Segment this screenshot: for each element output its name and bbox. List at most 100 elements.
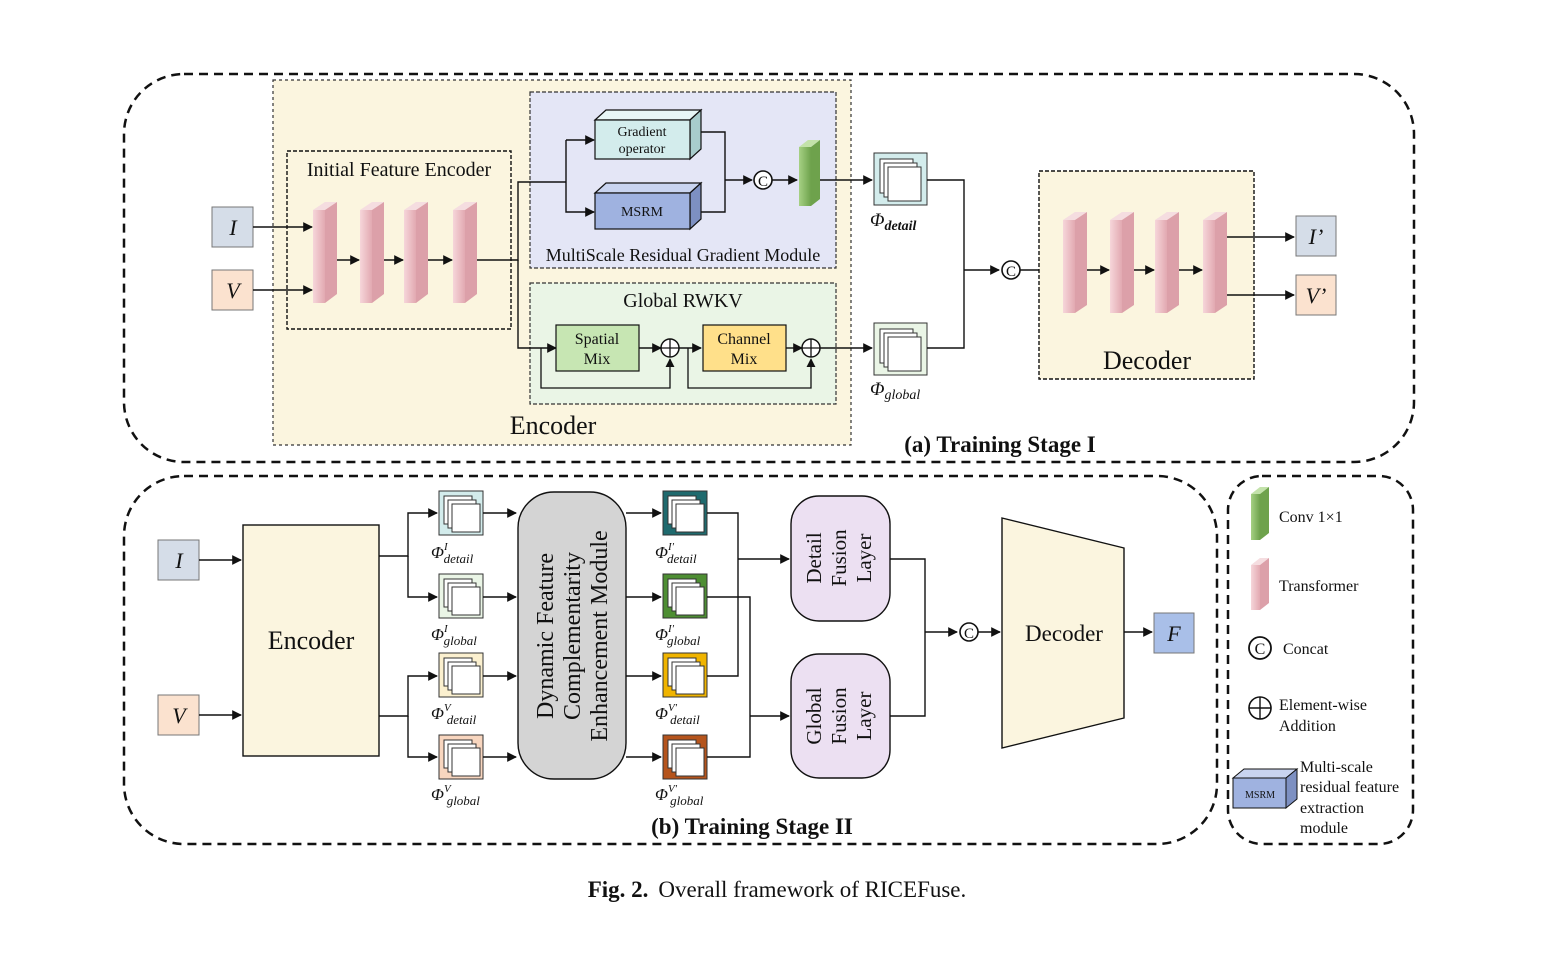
dfcem-line3: Enhancement Module [587,530,613,741]
global-rwkv-label: Global RWKV [623,290,743,312]
legend-concat-icon [1248,636,1272,660]
phi-i-global-stack [438,573,484,619]
gradient-operator-line2: operator [619,142,666,157]
stage2-title: (b) Training Stage II [651,814,853,839]
transformer-block [360,202,384,303]
stage2-encoder-label: Encoder [268,626,355,655]
stage1-input-v: V [226,278,242,303]
stage2-encoder-box [242,524,380,757]
stage1-output-i-box [1295,215,1337,257]
msrm-box [593,181,703,231]
stage1-output-v: V’ [1306,283,1327,308]
figure-caption: Fig. 2. Overall framework of RICEFuse. [0,877,1554,903]
stage1-frame [122,72,1416,464]
legend-addition-line1: Element-wise [1279,697,1367,714]
global-fusion-line3: Layer [852,692,876,741]
dfcem-line2: Complementarity [560,552,586,720]
phi-i-prime-global-label: ΦI′global [655,623,701,648]
concat-symbol: C [964,626,974,642]
phi-global-label: Φglobal [870,379,920,403]
phi-detail-feature-stack [873,152,928,206]
transformer-block [1203,212,1227,313]
legend-concat-label: Concat [1283,641,1329,658]
stage2-frame [122,474,1219,846]
legend-msrm-icon [1231,767,1299,810]
legend-transformer-label: Transformer [1279,578,1359,595]
dfcem-box [517,491,627,780]
global-fusion-line2: Fusion [827,687,851,745]
stage2-decoder-trapezoid [1001,517,1125,749]
stage1-output-i: I’ [1308,224,1324,249]
stage1-input-i: I [228,215,238,240]
stage2-decoder-label: Decoder [1025,621,1103,646]
legend-addition-line2: Addition [1279,718,1336,735]
phi-global-feature-stack [873,322,928,376]
phi-i-prime-detail-stack [662,490,708,536]
legend-msrm-line3: extraction [1300,800,1364,817]
legend-conv-label: Conv 1×1 [1279,509,1343,526]
stage1-encoder-label: Encoder [510,411,597,440]
stage2-input-v: V [172,703,188,728]
gradient-operator-box [593,108,703,161]
initial-feature-encoder-box [286,150,512,330]
addition-icon [660,338,680,358]
legend-concat-symbol: C [1255,641,1266,658]
msrm-label: MSRM [621,205,664,220]
phi-detail-label: Φdetail [870,210,916,234]
legend-msrm-line4: module [1300,820,1348,837]
legend-msrm-box-label: MSRM [1245,790,1275,801]
phi-v-detail-stack [438,652,484,698]
transformer-block [1110,212,1134,313]
figure-caption-text: Overall framework of RICEFuse. [658,877,967,902]
msrgm-label: MultiScale Residual Gradient Module [546,245,820,265]
stage2-input-i-box [157,539,200,581]
stage2-input-i: I [174,548,184,573]
stage1-decoder-label: Decoder [1103,346,1191,375]
stage2-output-f: F [1166,621,1181,646]
phi-v-prime-detail-label: ΦV′detail [655,702,700,727]
stage1-input-i-box [211,206,254,248]
stage1-title: (a) Training Stage I [904,432,1096,457]
legend-addition-icon [1248,696,1272,720]
legend-transformer-icon [1251,558,1269,610]
phi-i-detail-stack [438,490,484,536]
transformer-block [1063,212,1087,313]
figure-caption-label: Fig. 2. [587,877,649,902]
stage1-decoder-transformer-blocks [1063,212,1227,313]
legend-msrm-line1: Multi-scale [1300,759,1373,776]
transformer-block [313,202,337,303]
stage2-input-v-box [157,694,200,736]
stage1-input-v-box [211,269,254,311]
transformer-block [404,202,428,303]
transformer-block [1155,212,1179,313]
concat-symbol: C [758,174,768,190]
stage1-encoder-transformer-blocks [313,202,477,303]
detail-fusion-line1: Detail [802,532,826,583]
gradient-operator-line1: Gradient [618,125,667,140]
channel-mix-line1: Channel [717,331,771,348]
spatial-mix-box [555,324,640,372]
stage1-output-v-box [1295,274,1337,316]
detail-fusion-line3: Layer [852,534,876,583]
phi-v-global-stack [438,734,484,780]
channel-mix-line2: Mix [731,351,758,368]
dfcem-line1: Dynamic Feature [533,553,559,719]
legend-conv-icon [1251,487,1269,540]
spatial-mix-line2: Mix [584,351,611,368]
spatial-mix-line1: Spatial [575,331,620,348]
addition-icon [801,338,821,358]
phi-i-prime-global-stack [662,573,708,619]
legend-msrm-line2: residual feature [1300,779,1399,796]
stage2-output-f-box [1153,612,1195,654]
phi-v-prime-global-stack [662,734,708,780]
phi-v-prime-detail-stack [662,652,708,698]
conv1x1-block [799,140,820,206]
channel-mix-box [702,324,787,372]
phi-v-prime-global-label: ΦV′global [655,783,704,808]
global-fusion-line1: Global [802,687,826,744]
